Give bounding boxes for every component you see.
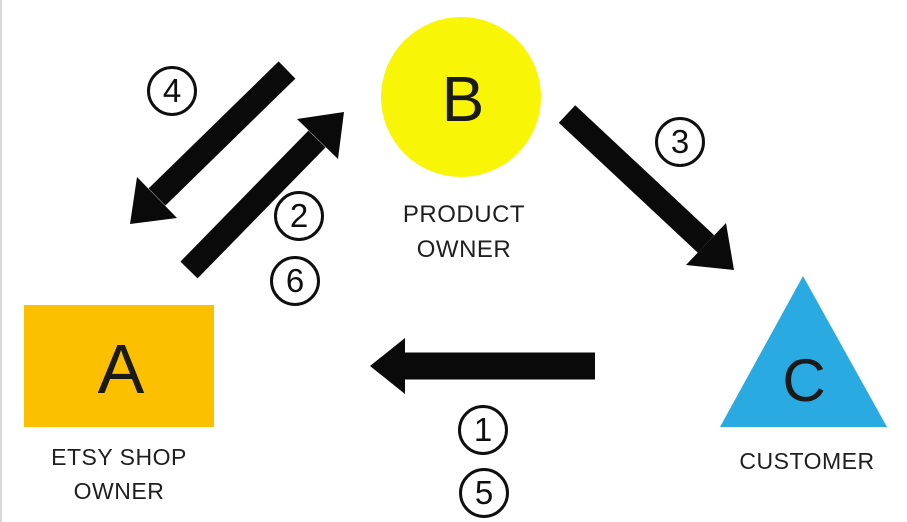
node-a-name: ETSY SHOP OWNER [51, 444, 187, 504]
step-4-badge: 4 [147, 66, 197, 116]
arrow-b-to-c [558, 105, 734, 270]
node-b-name: PRODUCT OWNER [402, 201, 526, 263]
arrow-b-to-a-head [130, 177, 177, 224]
step-1-badge: 1 [458, 405, 508, 455]
arrow-c-to-a [370, 338, 595, 394]
arrow-a-to-b-head [297, 112, 344, 159]
arrow-b-to-c-head [686, 223, 734, 270]
step-3-badge: 3 [655, 117, 705, 167]
node-a-rectangle [24, 305, 214, 427]
arrow-a-to-b-shaft [180, 130, 326, 279]
node-c-triangle [720, 276, 887, 427]
node-a-letter: A [98, 330, 145, 408]
arrow-a-to-b [180, 112, 344, 279]
arrow-b-to-a [130, 61, 296, 224]
step-5-badge: 5 [459, 468, 509, 518]
node-c-name: CUSTOMER [739, 448, 875, 474]
arrow-b-to-a-shaft [148, 61, 296, 206]
node-b-circle [381, 17, 541, 177]
step-2-badge: 2 [274, 191, 324, 241]
arrow-b-to-c-shaft [558, 105, 715, 253]
node-b-letter: B [442, 63, 485, 135]
arrow-c-to-a-head [370, 338, 405, 394]
node-c-letter: C [782, 347, 825, 414]
step-6-badge: 6 [270, 256, 320, 306]
